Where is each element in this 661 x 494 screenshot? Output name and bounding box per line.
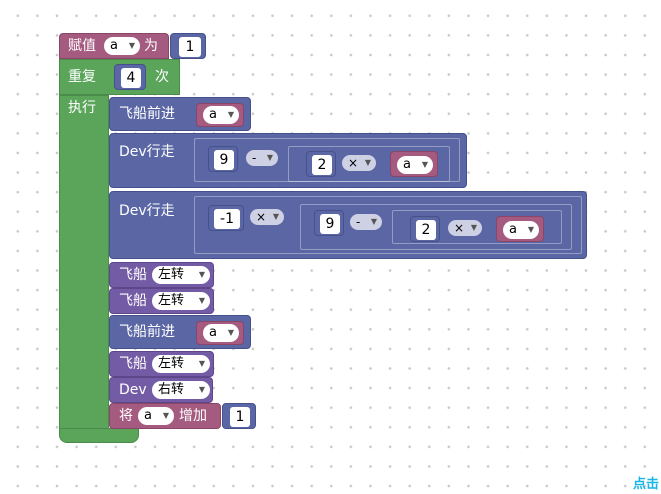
change-by-label: 增加 [179, 408, 207, 424]
change-variable-block[interactable]: 将 a▼ 增加 [109, 403, 221, 429]
set-var-dropdown[interactable]: a▼ [104, 37, 140, 55]
change-var-dropdown[interactable]: a▼ [138, 407, 174, 425]
minus-operator-dropdown[interactable]: -▼ [246, 150, 278, 166]
chevron-down-icon: ▼ [227, 110, 234, 119]
repeat-do-label: 执行 [68, 100, 96, 116]
expression-outline [194, 196, 582, 254]
dev-move-block-2[interactable]: Dev行走 -1 ×▼ 9 -▼ 2 ×▼ a▼ [109, 191, 587, 259]
chevron-down-icon: ▼ [421, 160, 428, 169]
var-dropdown[interactable]: a▼ [397, 156, 433, 174]
chevron-down-icon: ▼ [266, 153, 273, 162]
chevron-down-icon: ▼ [527, 225, 534, 234]
num-block[interactable]: 2 [410, 216, 440, 242]
ship-turn-label: 飞船 [119, 293, 147, 309]
var-block[interactable]: a▼ [496, 216, 544, 242]
chevron-down-icon: ▼ [198, 385, 205, 394]
forward-var-dropdown[interactable]: a▼ [203, 106, 239, 124]
dev-move-label: Dev行走 [119, 144, 175, 160]
chevron-down-icon: ▼ [198, 270, 205, 279]
sub-expression-outline [288, 146, 450, 182]
forward-var-block[interactable]: a▼ [196, 321, 244, 345]
repeat-block-arm: 执行 [59, 95, 109, 443]
ship-forward-block[interactable]: 飞船前进 a▼ [109, 315, 251, 349]
click-hint[interactable]: 点击 [632, 477, 659, 492]
ship-turn-block[interactable]: 飞船 左转▼ [109, 351, 214, 377]
var-block[interactable]: a▼ [390, 151, 438, 177]
chevron-down-icon: ▼ [198, 296, 205, 305]
minus-operator-dropdown[interactable]: -▼ [350, 214, 382, 230]
ship-forward-block[interactable]: 飞船前进 a▼ [109, 97, 251, 131]
num-block[interactable]: 2 [306, 151, 336, 177]
num-field[interactable]: 2 [312, 155, 332, 175]
chevron-down-icon: ▼ [272, 212, 279, 221]
ship-turn-block[interactable]: 飞船 左转▼ [109, 288, 214, 314]
multiply-operator-dropdown[interactable]: ×▼ [448, 220, 482, 236]
turn-direction-dropdown[interactable]: 左转▼ [152, 266, 210, 284]
multiply-operator-dropdown[interactable]: ×▼ [342, 155, 376, 171]
ship-turn-label: 飞船 [119, 267, 147, 283]
set-to-label: 为 [144, 38, 158, 54]
set-label: 赋值 [68, 38, 96, 54]
ship-forward-label: 飞船前进 [119, 324, 175, 340]
ship-turn-block[interactable]: 飞船 左转▼ [109, 262, 214, 288]
repeat-unit-label: 次 [155, 69, 169, 85]
chevron-down-icon: ▼ [227, 328, 234, 337]
dev-turn-label: Dev [119, 382, 147, 398]
repeat-label: 重复 [68, 69, 96, 85]
num-field[interactable]: -1 [214, 209, 240, 229]
change-value-field[interactable]: 1 [230, 407, 250, 427]
num-block[interactable]: 9 [208, 146, 238, 172]
set-value-block[interactable]: 1 [170, 33, 206, 59]
sub-expression-outline [392, 210, 562, 244]
repeat-times-block[interactable]: 4 [114, 64, 146, 90]
repeat-times-field[interactable]: 4 [121, 68, 141, 88]
repeat-block-bottom [59, 428, 139, 443]
forward-var-block[interactable]: a▼ [196, 103, 244, 127]
chevron-down-icon: ▼ [128, 41, 135, 50]
var-dropdown[interactable]: a▼ [503, 221, 539, 239]
dev-move-block-1[interactable]: Dev行走 9 -▼ 2 ×▼ a▼ [109, 133, 467, 188]
num-field[interactable]: 9 [214, 150, 234, 170]
sub-expression-outline [300, 204, 572, 250]
num-field[interactable]: 2 [416, 220, 436, 240]
turn-direction-dropdown[interactable]: 右转▼ [152, 381, 210, 399]
num-block[interactable]: -1 [208, 205, 244, 231]
expression-outline [194, 138, 460, 182]
set-variable-block[interactable]: 赋值 a▼ 为 [59, 33, 169, 59]
chevron-down-icon: ▼ [470, 223, 477, 232]
num-block[interactable]: 9 [314, 210, 344, 236]
change-value-block[interactable]: 1 [222, 403, 256, 429]
change-label: 将 [119, 408, 133, 424]
dev-move-label: Dev行走 [119, 203, 175, 219]
dev-turn-block[interactable]: Dev 右转▼ [109, 377, 213, 403]
set-value-field[interactable]: 1 [179, 37, 201, 57]
num-field[interactable]: 9 [320, 214, 340, 234]
ship-turn-label: 飞船 [119, 356, 147, 372]
turn-direction-dropdown[interactable]: 左转▼ [152, 292, 210, 310]
chevron-down-icon: ▼ [364, 158, 371, 167]
chevron-down-icon: ▼ [198, 359, 205, 368]
chevron-down-icon: ▼ [370, 217, 377, 226]
forward-var-dropdown[interactable]: a▼ [203, 324, 239, 342]
multiply-operator-dropdown[interactable]: ×▼ [250, 209, 284, 225]
turn-direction-dropdown[interactable]: 左转▼ [152, 355, 210, 373]
ship-forward-label: 飞船前进 [119, 106, 175, 122]
chevron-down-icon: ▼ [162, 411, 169, 420]
